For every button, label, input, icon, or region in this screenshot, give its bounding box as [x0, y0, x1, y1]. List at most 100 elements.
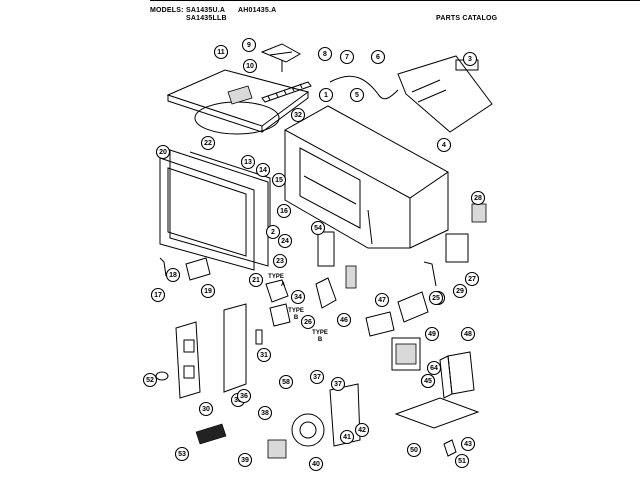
callout-number: 16	[280, 208, 288, 215]
callout-16: 16	[276, 203, 292, 219]
callout-number: 49	[428, 331, 436, 338]
callout-47: 47	[374, 292, 390, 308]
callout-42: 42	[354, 422, 370, 438]
callout-40: 40	[308, 456, 324, 472]
callout-41: 41	[339, 429, 355, 445]
callout-34: 34	[290, 289, 306, 305]
callout-27: 27	[464, 271, 480, 287]
callout-circle	[318, 87, 334, 103]
callout-circle	[277, 233, 293, 249]
callout-circle	[420, 373, 436, 389]
callout-4: 4	[436, 137, 452, 153]
callout-circle	[272, 253, 288, 269]
callout-number: 2	[271, 229, 275, 236]
callout-number: 46	[340, 317, 348, 324]
type-label: B	[318, 337, 323, 343]
callout-number: 50	[410, 447, 418, 454]
callout-31: 31	[256, 347, 272, 363]
callout-number: 42	[358, 427, 366, 434]
callout-circle	[290, 107, 306, 123]
callout-number: 17	[154, 292, 162, 299]
callout-number: 11	[217, 49, 225, 56]
callout-number: 51	[458, 458, 466, 465]
callout-number: 15	[275, 177, 283, 184]
callout-circle	[308, 456, 324, 472]
callout-circle	[150, 287, 166, 303]
callout-circle	[174, 446, 190, 462]
rail-bar	[261, 81, 312, 103]
callout-circle	[452, 283, 468, 299]
outer-cabinet	[283, 105, 449, 249]
callout-30: 30	[198, 401, 214, 417]
callout-circle	[310, 220, 326, 236]
right-components	[365, 203, 487, 337]
callout-22: 22	[200, 135, 216, 151]
callout-number: 29	[456, 288, 464, 295]
callout-28: 28	[470, 190, 486, 206]
callout-number: 36	[240, 393, 248, 400]
bottom-plate	[394, 397, 480, 429]
callout-64: 64	[426, 360, 442, 376]
callout-number: 32	[294, 112, 302, 119]
callout-8: 8	[317, 46, 333, 62]
callout-number: 33	[234, 397, 242, 404]
callout-number: 5	[355, 92, 359, 99]
callout-circle	[256, 347, 272, 363]
model-3: SA1435LLB	[186, 15, 227, 22]
callout-number: 64	[430, 365, 438, 372]
callout-24: 24	[277, 233, 293, 249]
callout-number: 43	[464, 441, 472, 448]
callout-18: 18	[165, 267, 181, 283]
callout-number: 47	[378, 297, 386, 304]
callout-circle	[460, 326, 476, 342]
fan-motor	[195, 383, 361, 459]
ceiling-panel	[166, 69, 310, 135]
back-panel	[397, 55, 493, 133]
model-2: AH01435.A	[238, 7, 277, 14]
callout-number: 20	[159, 149, 167, 156]
callout-26: 26	[300, 314, 316, 330]
callout-11: 11	[213, 44, 229, 60]
callout-circle	[354, 422, 370, 438]
callout-51: 51	[454, 453, 470, 469]
callout-number: 26	[304, 319, 312, 326]
callout-3: 3	[462, 51, 478, 67]
callout-number: 39	[241, 457, 249, 464]
callout-circle	[374, 292, 390, 308]
callout-number: 3	[468, 56, 472, 63]
callout-number: 22	[204, 140, 212, 147]
callout-number: 6	[376, 54, 380, 61]
callout-circle	[464, 271, 480, 287]
callout-circle	[155, 144, 171, 160]
callout-number: 53	[178, 451, 186, 458]
callout-circle	[236, 388, 252, 404]
callout-circle	[165, 267, 181, 283]
transformer-parts	[391, 337, 475, 399]
door-assembly	[159, 149, 271, 271]
callout-number: 52	[146, 377, 154, 384]
callout-circle	[428, 290, 444, 306]
callout-circle	[200, 135, 216, 151]
callout-circle	[237, 452, 253, 468]
callout-circle	[241, 37, 257, 53]
callout-number: 21	[252, 277, 260, 284]
callout-58: 58	[278, 374, 294, 390]
callout-circle	[349, 87, 365, 103]
callout-circle	[317, 46, 333, 62]
callout-circle	[309, 369, 325, 385]
callout-circle	[454, 453, 470, 469]
callout-circle	[271, 172, 287, 188]
callout-6: 6	[370, 49, 386, 65]
parts-catalog-title: PARTS CATALOG	[436, 15, 498, 22]
callout-39: 39	[237, 452, 253, 468]
callout-circle	[265, 224, 281, 240]
callout-number: 37	[313, 374, 321, 381]
callout-37: 37	[330, 376, 346, 392]
callout-circle	[276, 203, 292, 219]
callout-32: 32	[290, 107, 306, 123]
callout-circle	[142, 372, 158, 388]
callout-number: 9	[247, 42, 251, 49]
callout-number: 38	[261, 410, 269, 417]
callout-17: 17	[150, 287, 166, 303]
callout-13: 13	[240, 154, 256, 170]
